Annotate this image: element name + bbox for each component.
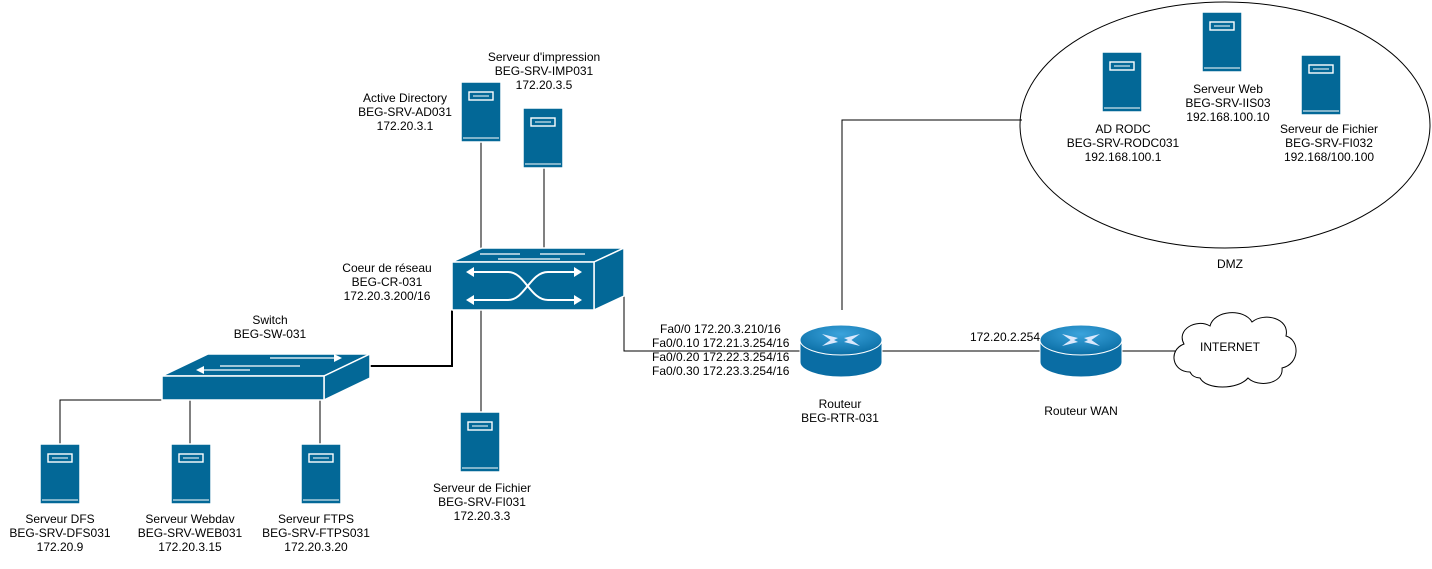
dfs-server-hostname: BEG-SRV-DFS031 [9,526,111,540]
dmz-file-server-label: Serveur de Fichier BEG-SRV-FI032 192.168… [1264,122,1394,164]
internet-text: INTERNET [1200,340,1260,354]
web-server-ip: 192.168.100.10 [1186,110,1270,124]
rodc-server-icon [1101,51,1143,113]
router-hostname: BEG-RTR-031 [801,411,879,425]
access-switch-hostname: BEG-SW-031 [233,327,307,341]
print-server-label: Serveur d'impression BEG-SRV-IMP031 172.… [474,50,614,92]
dmz-file-server-icon [1300,54,1342,116]
print-server-hostname: BEG-SRV-IMP031 [494,64,594,78]
ftps-server-ip: 172.20.3.20 [284,540,348,554]
wan-router-icon [1039,324,1123,378]
core-switch-label: Coeur de réseau BEG-CR-031 172.20.3.200/… [327,261,447,303]
print-server-icon [522,107,564,169]
internet-label: INTERNET [1180,340,1280,354]
router-interface-1: Fa0/0.10 172.21.3.254/16 [652,336,790,350]
ftps-server-role: Serveur FTPS [277,512,355,526]
webdav-server-icon [170,443,212,505]
dmz-label: DMZ [1200,257,1260,271]
dfs-server-icon [39,443,81,505]
wan-router-ip: 172.20.2.254 [969,330,1041,344]
router-role: Routeur [818,397,862,411]
core-switch-icon [451,246,625,312]
web-server-hostname: BEG-SRV-IIS03 [1185,96,1271,110]
ad-server-label: Active Directory BEG-SRV-AD031 172.20.3.… [345,91,465,133]
server-icons [39,11,1342,505]
router-interfaces-label: Fa0/0 172.20.3.210/16 Fa0/0.10 172.21.3.… [652,322,802,378]
access-switch-icon [161,352,371,402]
print-server-role: Serveur d'impression [487,50,601,64]
ftps-server-label: Serveur FTPS BEG-SRV-FTPS031 172.20.3.20 [256,512,376,554]
dmz-text: DMZ [1217,257,1243,271]
core-switch-role: Coeur de réseau [342,261,432,275]
dfs-server-ip: 172.20.9 [36,540,84,554]
dmz-zone [1019,1,1431,249]
wan-router-role: Routeur WAN [1044,404,1118,418]
link-core-switch [370,310,453,367]
file-server-icon [459,411,501,473]
router-icon [799,324,883,378]
dfs-server-label: Serveur DFS BEG-SRV-DFS031 172.20.9 [0,512,120,554]
ad-server-icon [460,81,502,143]
webdav-server-role: Serveur Webdav [145,512,235,526]
dmz-file-server-ip: 192.168/100.100 [1283,150,1375,164]
access-switch-role: Switch [252,313,288,327]
dfs-server-role: Serveur DFS [25,512,95,526]
webdav-server-hostname: BEG-SRV-WEB031 [137,526,243,540]
ad-server-role: Active Directory [362,91,448,105]
web-server-icon [1201,11,1243,73]
rodc-server-role: AD RODC [1095,122,1151,136]
internet-cloud [1173,312,1297,388]
link-router-dmz [841,119,1022,310]
file-server-ip: 172.20.3.3 [453,509,511,523]
link-switch-dfs [59,399,190,444]
dmz-file-server-hostname: BEG-SRV-FI032 [1285,136,1373,150]
router-interface-2: Fa0/0.20 172.22.3.254/16 [652,350,790,364]
rodc-server-ip: 192.168.100.1 [1084,150,1162,164]
wan-router-ip-label: 172.20.2.254 [950,330,1060,344]
ad-server-hostname: BEG-SRV-AD031 [358,105,452,119]
rodc-server-hostname: BEG-SRV-RODC031 [1066,136,1180,150]
webdav-server-label: Serveur Webdav BEG-SRV-WEB031 172.20.3.1… [130,512,250,554]
rodc-server-label: AD RODC BEG-SRV-RODC031 192.168.100.1 [1058,122,1188,164]
core-switch-hostname: BEG-CR-031 [351,275,423,289]
router-interface-0: Fa0/0 172.20.3.210/16 [660,322,781,336]
ad-server-ip: 172.20.3.1 [376,119,434,133]
wan-router-label: Routeur WAN [1021,404,1141,418]
connections [59,119,1178,444]
webdav-server-ip: 172.20.3.15 [158,540,222,554]
web-server-label: Serveur Web BEG-SRV-IIS03 192.168.100.10 [1168,82,1288,124]
ftps-server-hostname: BEG-SRV-FTPS031 [262,526,370,540]
link-core-router [623,292,800,352]
core-switch-ip: 172.20.3.200/16 [343,289,431,303]
ftps-server-icon [300,443,342,505]
print-server-ip: 172.20.3.5 [515,78,573,92]
web-server-role: Serveur Web [1193,82,1263,96]
router-label: Routeur BEG-RTR-031 [780,397,900,425]
file-server-label: Serveur de Fichier BEG-SRV-FI031 172.20.… [417,481,547,523]
dmz-file-server-role: Serveur de Fichier [1279,122,1379,136]
access-switch-label: Switch BEG-SW-031 [210,313,330,341]
file-server-hostname: BEG-SRV-FI031 [438,495,526,509]
router-interface-3: Fa0/0.30 172.23.3.254/16 [652,364,790,378]
file-server-role: Serveur de Fichier [432,481,532,495]
